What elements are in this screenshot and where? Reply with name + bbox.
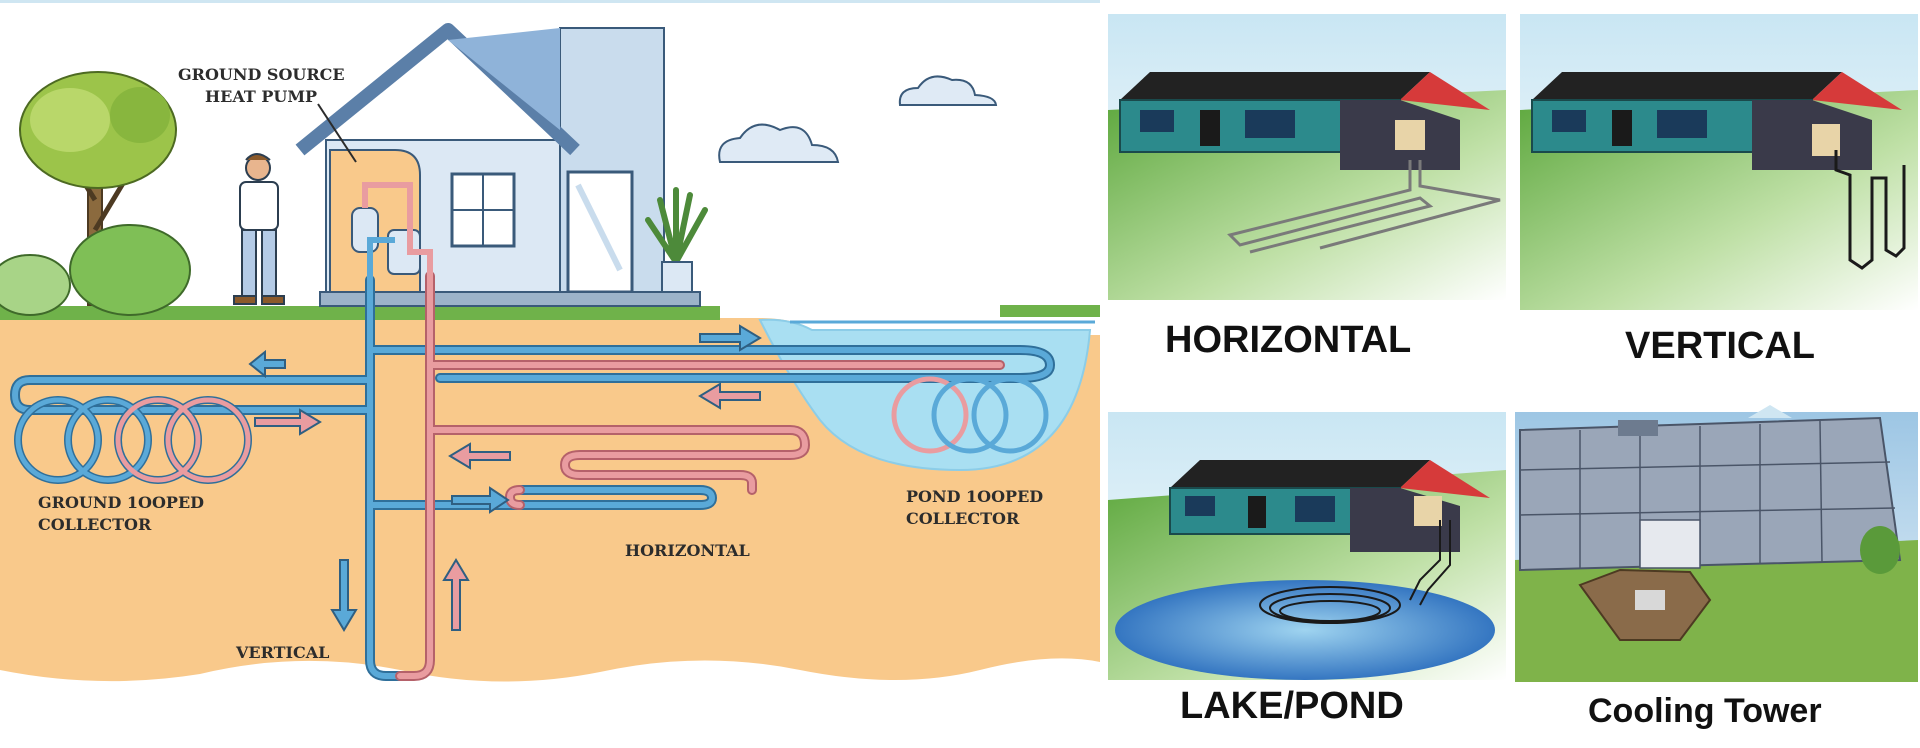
warm-pipe xyxy=(397,273,1003,679)
cooling-unit-icon xyxy=(1635,590,1665,610)
office-building-icon xyxy=(1519,405,1902,572)
horizontal-label: HORIZONTAL xyxy=(625,541,750,560)
building-icon xyxy=(1169,460,1490,552)
panel-horizontal: HORIZONTAL xyxy=(1108,14,1506,361)
tree-icon xyxy=(1860,526,1900,574)
panel-cooling-tower: Cooling Tower xyxy=(1515,405,1918,730)
horizontal-loop xyxy=(1227,160,1501,254)
heat-pump-icon xyxy=(1414,496,1442,526)
arrow-right-icon xyxy=(451,486,510,514)
building-icon xyxy=(1531,72,1902,170)
ground-collector-label-line2: COLLECTOR xyxy=(38,515,152,534)
arrow-left-icon xyxy=(448,442,511,470)
vertical-loop xyxy=(1834,150,1906,270)
person-icon xyxy=(233,153,285,305)
plant-icon xyxy=(645,187,708,293)
tree-icon xyxy=(19,71,177,306)
arrow-right-icon xyxy=(699,324,762,352)
bush-icon xyxy=(69,224,191,316)
left-diagram: GROUND SOURCE HEAT PUMP GROUND 1OOPED CO… xyxy=(0,0,1100,682)
pond-collector-label-line1: POND 1OOPED xyxy=(906,487,1043,506)
ground-coil xyxy=(15,397,251,483)
arrow-left-icon xyxy=(248,349,286,379)
heat-pump-leader xyxy=(317,103,357,163)
heat-pump-label-line1: GROUND SOURCE xyxy=(178,65,345,84)
panel-lake-pond: LAKE/POND xyxy=(1108,412,1506,727)
pond xyxy=(758,318,1092,472)
vertical-label: VERTICAL xyxy=(235,643,329,662)
pond-collector-label-line2: COLLECTOR xyxy=(906,509,1020,528)
cloud-icon xyxy=(718,123,840,163)
panel-title-vertical: VERTICAL xyxy=(1625,325,1815,367)
cloud-icon xyxy=(898,75,998,106)
arrow-left-icon xyxy=(698,382,761,410)
top-rule xyxy=(0,0,1100,3)
arrow-down-icon xyxy=(330,559,358,632)
arrow-up-icon xyxy=(442,558,470,631)
flow-arrows xyxy=(248,324,762,632)
panel-title-horizontal: HORIZONTAL xyxy=(1165,319,1411,361)
pond-coil xyxy=(891,376,1049,454)
house-pipe xyxy=(362,182,433,290)
building-icon xyxy=(1119,72,1490,170)
ground-collector-label-line1: GROUND 1OOPED xyxy=(38,493,204,512)
house-icon xyxy=(295,23,701,307)
heat-pump-label-line2: HEAT PUMP xyxy=(205,87,317,106)
panel-title-cooling-tower: Cooling Tower xyxy=(1588,692,1822,730)
cold-pipe xyxy=(11,277,1054,679)
panel-vertical: VERTICAL xyxy=(1520,14,1918,367)
heat-pump-icon xyxy=(1395,120,1425,150)
pond-loop xyxy=(1259,520,1451,624)
grass-strip-right xyxy=(1000,305,1100,317)
arrow-right-icon xyxy=(254,408,322,436)
panel-title-lake-pond: LAKE/POND xyxy=(1180,685,1404,727)
grass-strip xyxy=(0,306,720,320)
bush-icon xyxy=(0,254,71,316)
